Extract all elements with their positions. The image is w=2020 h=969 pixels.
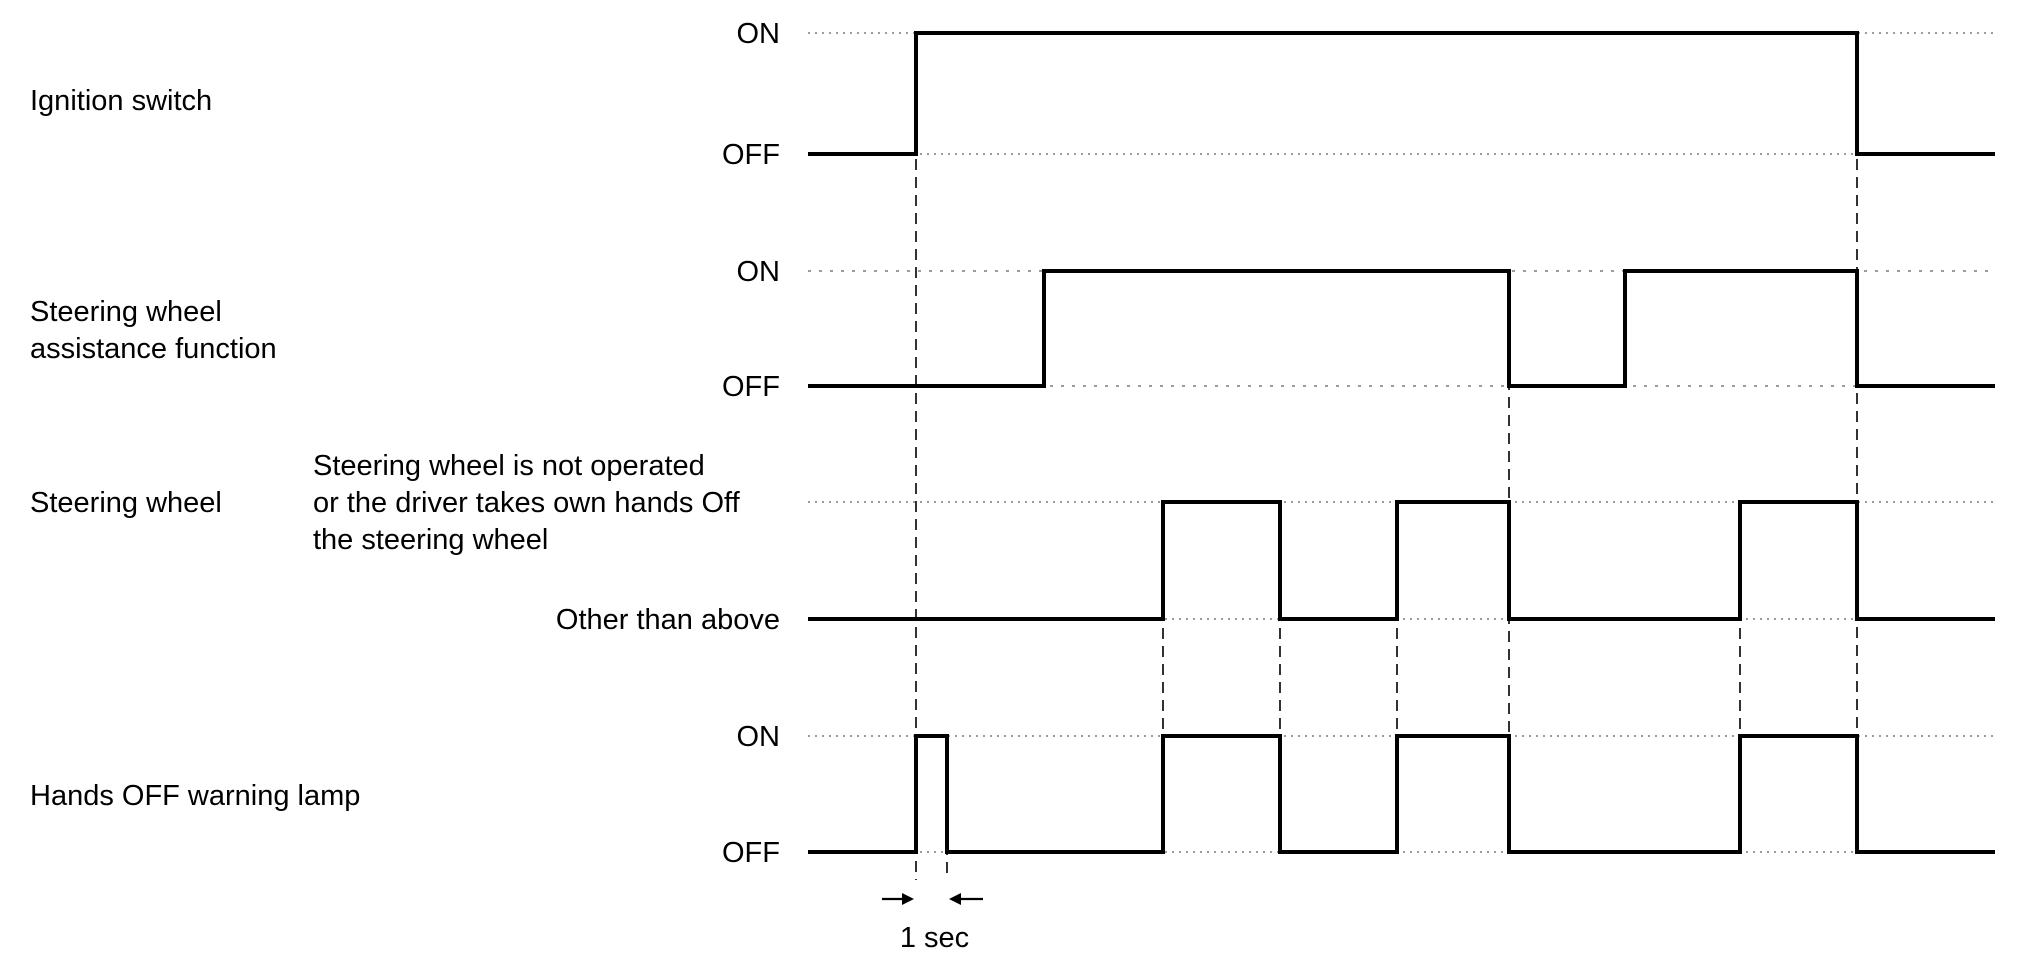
grid-lines [808, 32, 1995, 853]
signal-name-steering: Steering wheel [30, 487, 222, 519]
signal-name-ignition: Ignition switch [30, 85, 212, 117]
signal-name-assist: Steering wheel [30, 296, 222, 328]
high-level-label-steering: the steering wheel [313, 524, 548, 556]
arrowhead-icon [949, 893, 961, 905]
low-level-label-assist: OFF [722, 371, 780, 403]
waveform-steering [808, 500, 1995, 621]
high-level-label-steering: Steering wheel is not operated [313, 450, 705, 482]
signal-name-assist: assistance function [30, 333, 277, 365]
high-level-label-ignition: ON [737, 18, 781, 50]
high-level-label-steering: or the driver takes own hands Off [313, 487, 741, 519]
high-level-label-assist: ON [737, 256, 781, 288]
duration-label: 1 sec [900, 922, 969, 954]
low-level-label-steering: Other than above [556, 604, 780, 636]
signal-name-lamp: Hands OFF warning lamp [30, 780, 360, 812]
duration-annotation: 1 sec [882, 893, 983, 954]
arrowhead-icon [902, 893, 914, 905]
waveforms [808, 31, 1995, 854]
timing-guides [915, 33, 1858, 880]
low-level-label-ignition: OFF [722, 139, 780, 171]
waveform-ignition [808, 31, 1995, 156]
waveform-assist [808, 269, 1995, 388]
waveform-lamp [808, 734, 1995, 854]
low-level-label-lamp: OFF [722, 837, 780, 869]
high-level-label-lamp: ON [737, 721, 781, 753]
